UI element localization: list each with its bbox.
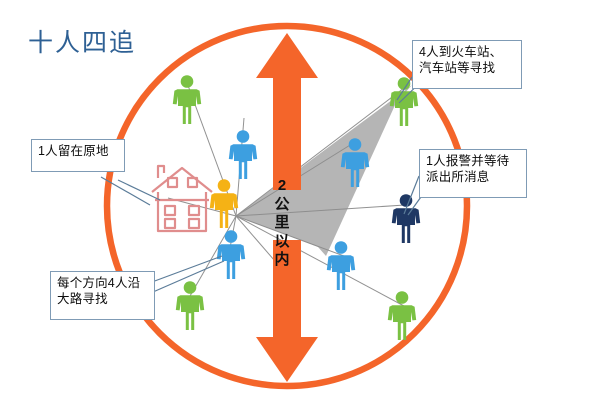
center-label-char-0: 2: [277, 177, 287, 194]
search-radius-circle: [103, 22, 471, 390]
center-label-char-3: 以: [274, 232, 290, 250]
person-s-green: [175, 281, 205, 330]
person-nw-green: [172, 75, 202, 124]
callout-stations: 4人到火车站、 汽车站等寻找: [412, 40, 522, 89]
page-title: 十人四追: [28, 28, 137, 57]
person-w-yellow: [209, 179, 239, 228]
center-label-char-2: 里: [274, 214, 290, 231]
person-n-blue: [228, 130, 258, 179]
center-label-char-4: 内: [274, 251, 290, 268]
house-icon: [151, 164, 213, 233]
person-se-blue: [326, 241, 356, 290]
arrow-up-icon: [256, 33, 318, 190]
arrow-down-icon: [256, 240, 318, 382]
callout-police: 1人报警并等待 派出所消息: [419, 149, 527, 198]
center-radius-label: 2 公 里 以 内: [272, 177, 292, 270]
callout-road-search: 每个方向4人沿 大路寻找: [50, 271, 155, 320]
person-sw-blue: [216, 230, 246, 279]
center-label-char-1: 公: [274, 195, 290, 213]
callout-stay-home: 1人留在原地: [31, 139, 125, 172]
person-navy: [391, 194, 421, 243]
